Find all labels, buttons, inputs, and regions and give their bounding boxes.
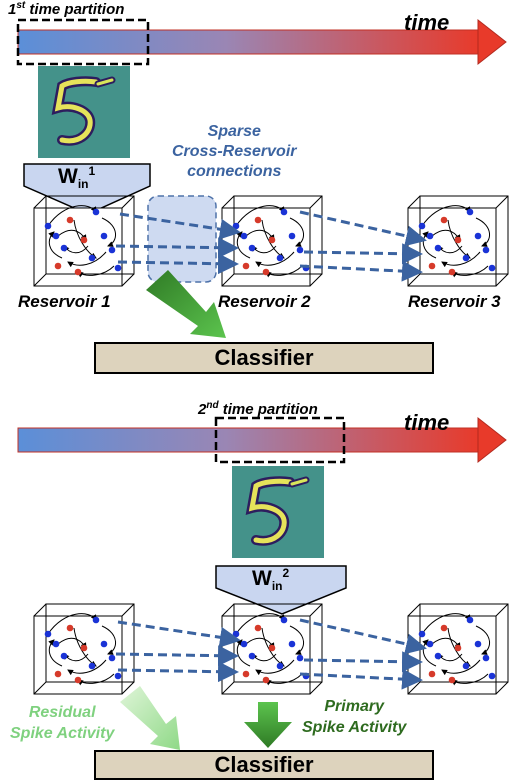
- cross-reservoir-links-bottom: [115, 618, 427, 690]
- reservoir-cube-icon: [34, 604, 134, 694]
- partition-window-bottom: [214, 416, 346, 464]
- input-weight-label-top: Win1: [58, 164, 96, 192]
- readout-arrow-icon: [146, 270, 226, 338]
- timeline-arrow-top: [17, 18, 507, 66]
- reservoir-3-label: Reservoir 3: [408, 292, 501, 311]
- digit-five-image: [232, 466, 324, 558]
- primary-spike-label: Primary Spike Activity: [302, 698, 407, 736]
- classifier-box-bottom: Classifier: [94, 750, 434, 780]
- digit-five-image: [38, 66, 130, 158]
- reservoir-1-label: Reservoir 1: [18, 292, 111, 311]
- cross-reservoir-links-top: [115, 210, 427, 282]
- timeline-arrow-bottom: [17, 416, 507, 464]
- reservoir-cube-icon: [222, 604, 322, 694]
- cross-reservoir-region: [147, 195, 217, 283]
- residual-spike-label: Residual Spike Activity: [10, 704, 115, 742]
- partition-title-bottom: 2nd time partition: [198, 400, 318, 418]
- residual-arrow-icon: [120, 686, 180, 750]
- reservoir-2-label: Reservoir 2: [218, 292, 311, 311]
- partition-title-top: 1st time partition: [8, 0, 125, 18]
- partition-window-top: [16, 18, 150, 66]
- input-arrow-icon: [23, 163, 151, 215]
- reservoir-cube-icon: [34, 196, 134, 286]
- time-label-top: time: [404, 10, 450, 35]
- input-weight-label-bottom: Win2: [252, 566, 290, 594]
- input-arrow-icon: [215, 565, 347, 615]
- reservoir-cube-icon: [222, 196, 322, 286]
- classifier-box-top: Classifier: [94, 342, 434, 374]
- cross-reservoir-label: Sparse Cross-Reservoir connections: [172, 123, 297, 180]
- time-label-bottom: time: [404, 410, 450, 435]
- readout-arrow-icon: [244, 702, 292, 748]
